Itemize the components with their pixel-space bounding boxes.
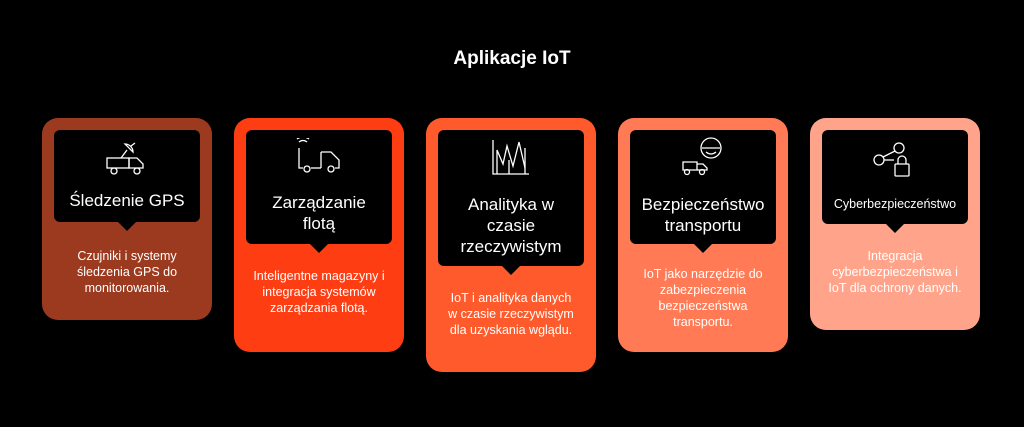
lock-network-icon xyxy=(873,142,910,177)
card-description: IoT i analityka danych w czasie rzeczywi… xyxy=(448,291,574,337)
card-description: Inteligentne magazyny i integracja syste… xyxy=(253,269,385,315)
card-header: Zarządzanie flotą xyxy=(246,130,392,253)
card-heading: Analityka w czasie rzeczywistym xyxy=(460,195,562,256)
card-header: Śledzenie GPS xyxy=(54,130,200,231)
card-fleet-management: Zarządzanie flotą Inteligentne magazyny … xyxy=(234,118,404,352)
diagram-title: Aplikacje IoT xyxy=(453,48,571,69)
card-header: Analityka w czasie rzeczywistym xyxy=(438,130,584,275)
card-heading: Bezpieczeństwo transportu xyxy=(641,195,765,235)
analytics-chart-icon xyxy=(492,140,529,175)
card-gps-tracking: Śledzenie GPS Czujniki i systemy śledzen… xyxy=(42,118,212,320)
card-heading: Cyberbezpieczeństwo xyxy=(833,197,957,211)
card-heading: Zarządzanie flotą xyxy=(272,193,366,233)
card-description: IoT jako narzędzie do zabezpieczenia bez… xyxy=(643,267,763,329)
card-heading: Śledzenie GPS xyxy=(69,191,185,210)
safety-truck-icon xyxy=(682,137,722,176)
card-header: Cyberbezpieczeństwo xyxy=(822,130,968,233)
card-description: Integracja cyberbezpieczeństwa i IoT dla… xyxy=(828,249,962,295)
card-cybersecurity: Cyberbezpieczeństwo Integracja cyberbezp… xyxy=(810,118,980,330)
card-description: Czujniki i systemy śledzenia GPS do moni… xyxy=(76,249,178,295)
card-realtime-analytics: Analityka w czasie rzeczywistym IoT i an… xyxy=(426,118,596,372)
satellite-truck-icon xyxy=(106,142,144,175)
card-transport-safety: Bezpieczeństwo transportu IoT jako narzę… xyxy=(618,118,788,352)
card-header: Bezpieczeństwo transportu xyxy=(630,130,776,253)
connected-truck-icon xyxy=(296,138,340,173)
